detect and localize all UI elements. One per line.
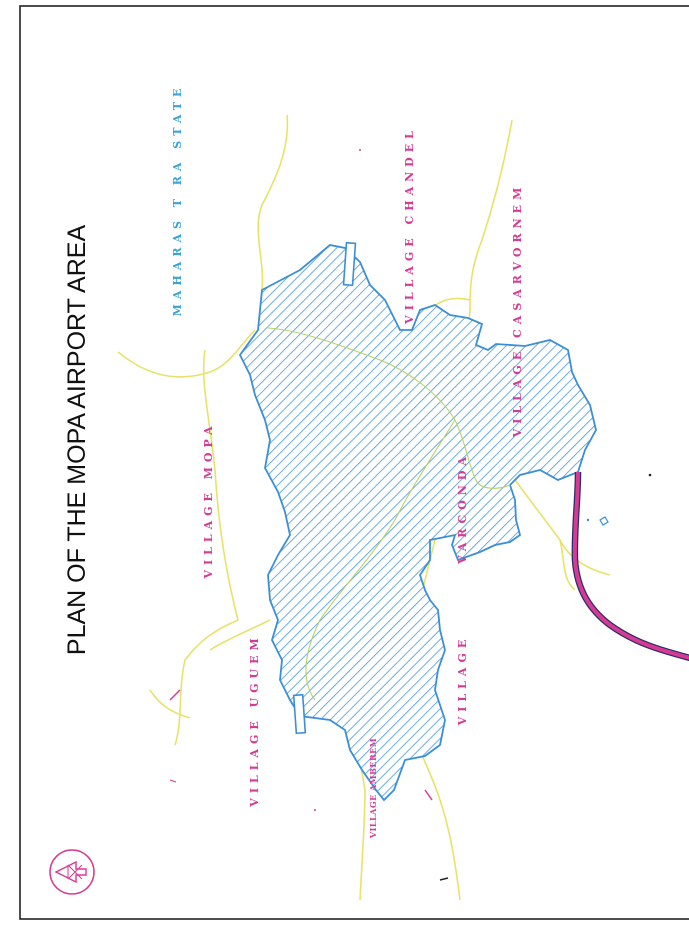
minor-features: [169, 149, 652, 881]
north-arrow-icon: [49, 849, 95, 895]
label-village-mopa: VILLAGE MOPA: [202, 421, 215, 579]
map-title: PLAN OF THE MOPA AIRPORT AREA: [63, 225, 91, 656]
airport-area-polygon: [238, 244, 597, 802]
existing-track: [267, 327, 511, 489]
access-road: [571, 471, 689, 662]
label-varconda: VARCONDA: [456, 452, 469, 565]
label-village-casarvornem: VILLAGE CASARVORNEM: [511, 183, 524, 439]
label-village: VILLAGE: [456, 635, 469, 726]
runway-end-north: [342, 241, 357, 287]
existing-track-2: [305, 419, 456, 701]
access-road-core: [572, 471, 689, 660]
label-maharashtra-state: MAHARAS T RA STATE: [171, 84, 184, 317]
runway-end-south: [292, 693, 307, 735]
map-frame: [19, 5, 689, 920]
label-village-amberem: VILLAGE AMBEREM: [368, 738, 378, 839]
label-village-chandel: VILLAGE CHANDEL: [403, 126, 416, 325]
label-village-uguem: VILLAGE UGUEM: [248, 633, 261, 807]
